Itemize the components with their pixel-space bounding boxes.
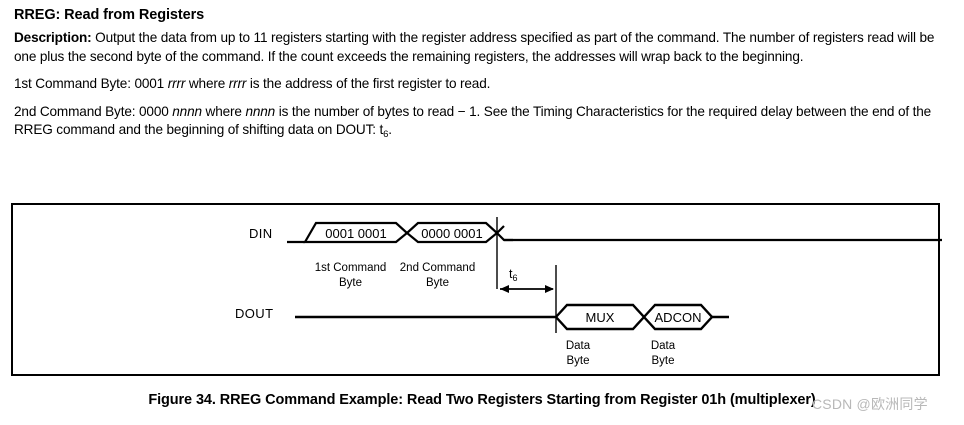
- first-command-byte-paragraph: 1st Command Byte: 0001 rrrr where rrrr i…: [14, 75, 952, 94]
- second-byte-italic-1: nnnn: [172, 103, 202, 119]
- timing-diagram-svg: 0001 0001 0000 0001 MUX ADCON: [287, 217, 942, 333]
- din-byte1-caption: 1st Command Byte: [303, 261, 398, 291]
- first-byte-text-3: is the address of the first register to …: [246, 76, 491, 91]
- second-byte-italic-2: nnnn: [245, 103, 276, 119]
- t6-subscript-inline: 6: [383, 129, 389, 140]
- second-byte-text-2: where: [201, 103, 246, 119]
- dout-byte2-caption: Data Byte: [623, 339, 703, 369]
- dout-byte1-caption-line2: Byte: [566, 355, 590, 367]
- first-byte-text-1: 1st Command Byte: 0001: [14, 76, 168, 91]
- second-command-byte-paragraph: 2nd Command Byte: 0000 nnnn where nnnn i…: [14, 103, 952, 145]
- dout-byte2-caption-line2: Byte: [651, 355, 675, 367]
- din-byte1-value: 0001 0001: [325, 226, 386, 241]
- first-byte-italic-2: rrrr: [228, 76, 247, 91]
- din-byte2-caption: 2nd Command Byte: [390, 261, 485, 291]
- first-byte-text-2: where: [185, 76, 229, 91]
- second-byte-text-4: .: [388, 122, 392, 137]
- second-byte-text-3: is the number of bytes to read − 1. See …: [14, 103, 932, 138]
- figure-caption: Figure 34. RREG Command Example: Read Tw…: [148, 392, 816, 408]
- t6-arrow-head-right: [545, 285, 554, 293]
- first-byte-italic-1: rrrr: [167, 76, 186, 91]
- second-byte-text-1: 2nd Command Byte: 0000: [14, 103, 173, 119]
- description-body: Output the data from up to 11 registers …: [14, 30, 935, 64]
- document-text-block: RREG: Read from Registers Description: O…: [14, 6, 952, 154]
- din-signal-label: DIN: [249, 226, 273, 241]
- dout-byte1-caption-line1: Data: [565, 340, 591, 352]
- description-paragraph: Description: Output the data from up to …: [14, 29, 952, 66]
- t6-symbol: t: [509, 267, 513, 281]
- figure-frame: 0001 0001 0000 0001 MUX ADCON DIN DOUT 1…: [11, 203, 942, 378]
- timing-diagram: 0001 0001 0000 0001 MUX ADCON DIN DOUT 1…: [13, 205, 942, 378]
- page-title: RREG: Read from Registers: [14, 7, 205, 23]
- dout-byte2-caption-line1: Data: [650, 340, 676, 352]
- dout-byte2-value: ADCON: [655, 310, 702, 325]
- din-byte1-caption-line2: Byte: [338, 277, 362, 289]
- dout-byte1-value: MUX: [586, 310, 615, 325]
- din-byte2-value: 0000 0001: [421, 226, 482, 241]
- din-byte2-caption-line2: Byte: [425, 277, 449, 289]
- description-label: Description:: [14, 30, 92, 45]
- t6-timing-label: t6: [509, 267, 518, 283]
- dout-signal-label: DOUT: [235, 306, 274, 321]
- din-right-tail-upper: [496, 225, 505, 234]
- t6-subscript: 6: [512, 273, 518, 283]
- dout-byte1-caption: Data Byte: [538, 339, 618, 369]
- din-byte2-caption-line1: 2nd Command: [399, 262, 476, 274]
- t6-arrow-head-left: [500, 285, 509, 293]
- din-byte1-caption-line1: 1st Command: [314, 262, 387, 274]
